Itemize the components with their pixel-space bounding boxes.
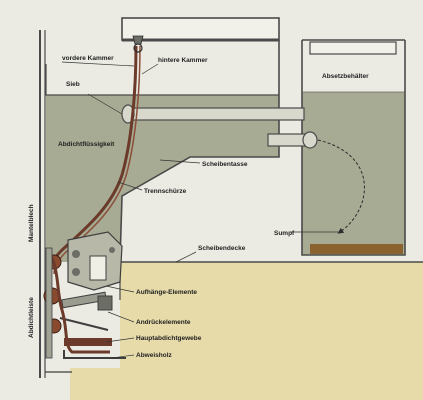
- label-abdichtfluessigkeit: Abdichtflüssigkeit: [58, 141, 115, 148]
- bracket-bolt-3: [109, 247, 115, 253]
- labels: vordere Kammer hintere Kammer Sieb Abdic…: [28, 55, 369, 359]
- label-trennschuerze: Trennschürze: [144, 188, 187, 195]
- label-sumpf: Sumpf: [274, 230, 295, 237]
- settling-tank-liquid: [302, 92, 405, 255]
- label-scheibendecke: Scheibendecke: [198, 245, 246, 252]
- leader-scheibendecke: [175, 251, 197, 263]
- apron-clamp: [132, 35, 144, 45]
- sieve-pipe: [123, 107, 305, 121]
- leader-aufhaenge-elemente: [105, 285, 135, 293]
- settling-tank-lid: [309, 41, 397, 55]
- leader-vordere-kammer: [61, 61, 135, 67]
- leader-sieb: [87, 93, 123, 115]
- label-hauptabdichtgewebe: Hauptabdichtgewebe: [136, 335, 202, 342]
- bracket-bolt-2: [72, 268, 80, 276]
- main-sealing-fabric: [46, 249, 110, 354]
- sump-sediment: [310, 244, 403, 254]
- leader-hintere-kammer: [141, 63, 159, 75]
- bracket-bolt-1: [72, 250, 80, 258]
- label-abweisholz: Abweisholz: [136, 352, 173, 359]
- flow-arrow: [317, 139, 365, 234]
- label-scheibentasse: Scheibentasse: [202, 161, 248, 168]
- label-sieb: Sieb: [66, 81, 80, 88]
- leader-scheibentasse: [159, 159, 201, 164]
- label-absetzbehaelter: Absetzbehälter: [322, 73, 369, 80]
- label-hintere-kammer: hintere Kammer: [158, 57, 208, 64]
- leader-hauptabdichtgewebe: [105, 337, 135, 343]
- label-abdichtleiste: Abdichtleiste: [28, 297, 35, 338]
- label-andrueckelemente: Andrückelemente: [136, 319, 191, 326]
- settling-tank-walls: [301, 40, 406, 256]
- top-beam: [121, 17, 280, 41]
- floor-area: [70, 262, 423, 400]
- leader-lines: [61, 61, 342, 359]
- outlet-pipe: [267, 133, 309, 147]
- label-aufhaenge-elemente: Aufhänge-Elemente: [136, 289, 197, 296]
- pressing-element-block: [97, 295, 113, 311]
- main-sealing-fabric-pad: [64, 338, 112, 346]
- deflector-timber: [63, 350, 126, 359]
- sealing-liquid: [43, 95, 279, 262]
- sealing-strip: [45, 247, 53, 359]
- cup-top-line: [45, 64, 279, 96]
- leader-andrueckelemente: [107, 311, 135, 323]
- leader-abweisholz: [111, 354, 135, 359]
- bracket-window: [89, 255, 107, 281]
- outlet-pipe-end: [302, 131, 318, 149]
- leader-trennschuerze: [117, 181, 143, 191]
- pressing-element-rod: [59, 317, 109, 331]
- label-mantelblech: Mantelblech: [28, 204, 35, 242]
- label-vordere-kammer: vordere Kammer: [62, 55, 114, 62]
